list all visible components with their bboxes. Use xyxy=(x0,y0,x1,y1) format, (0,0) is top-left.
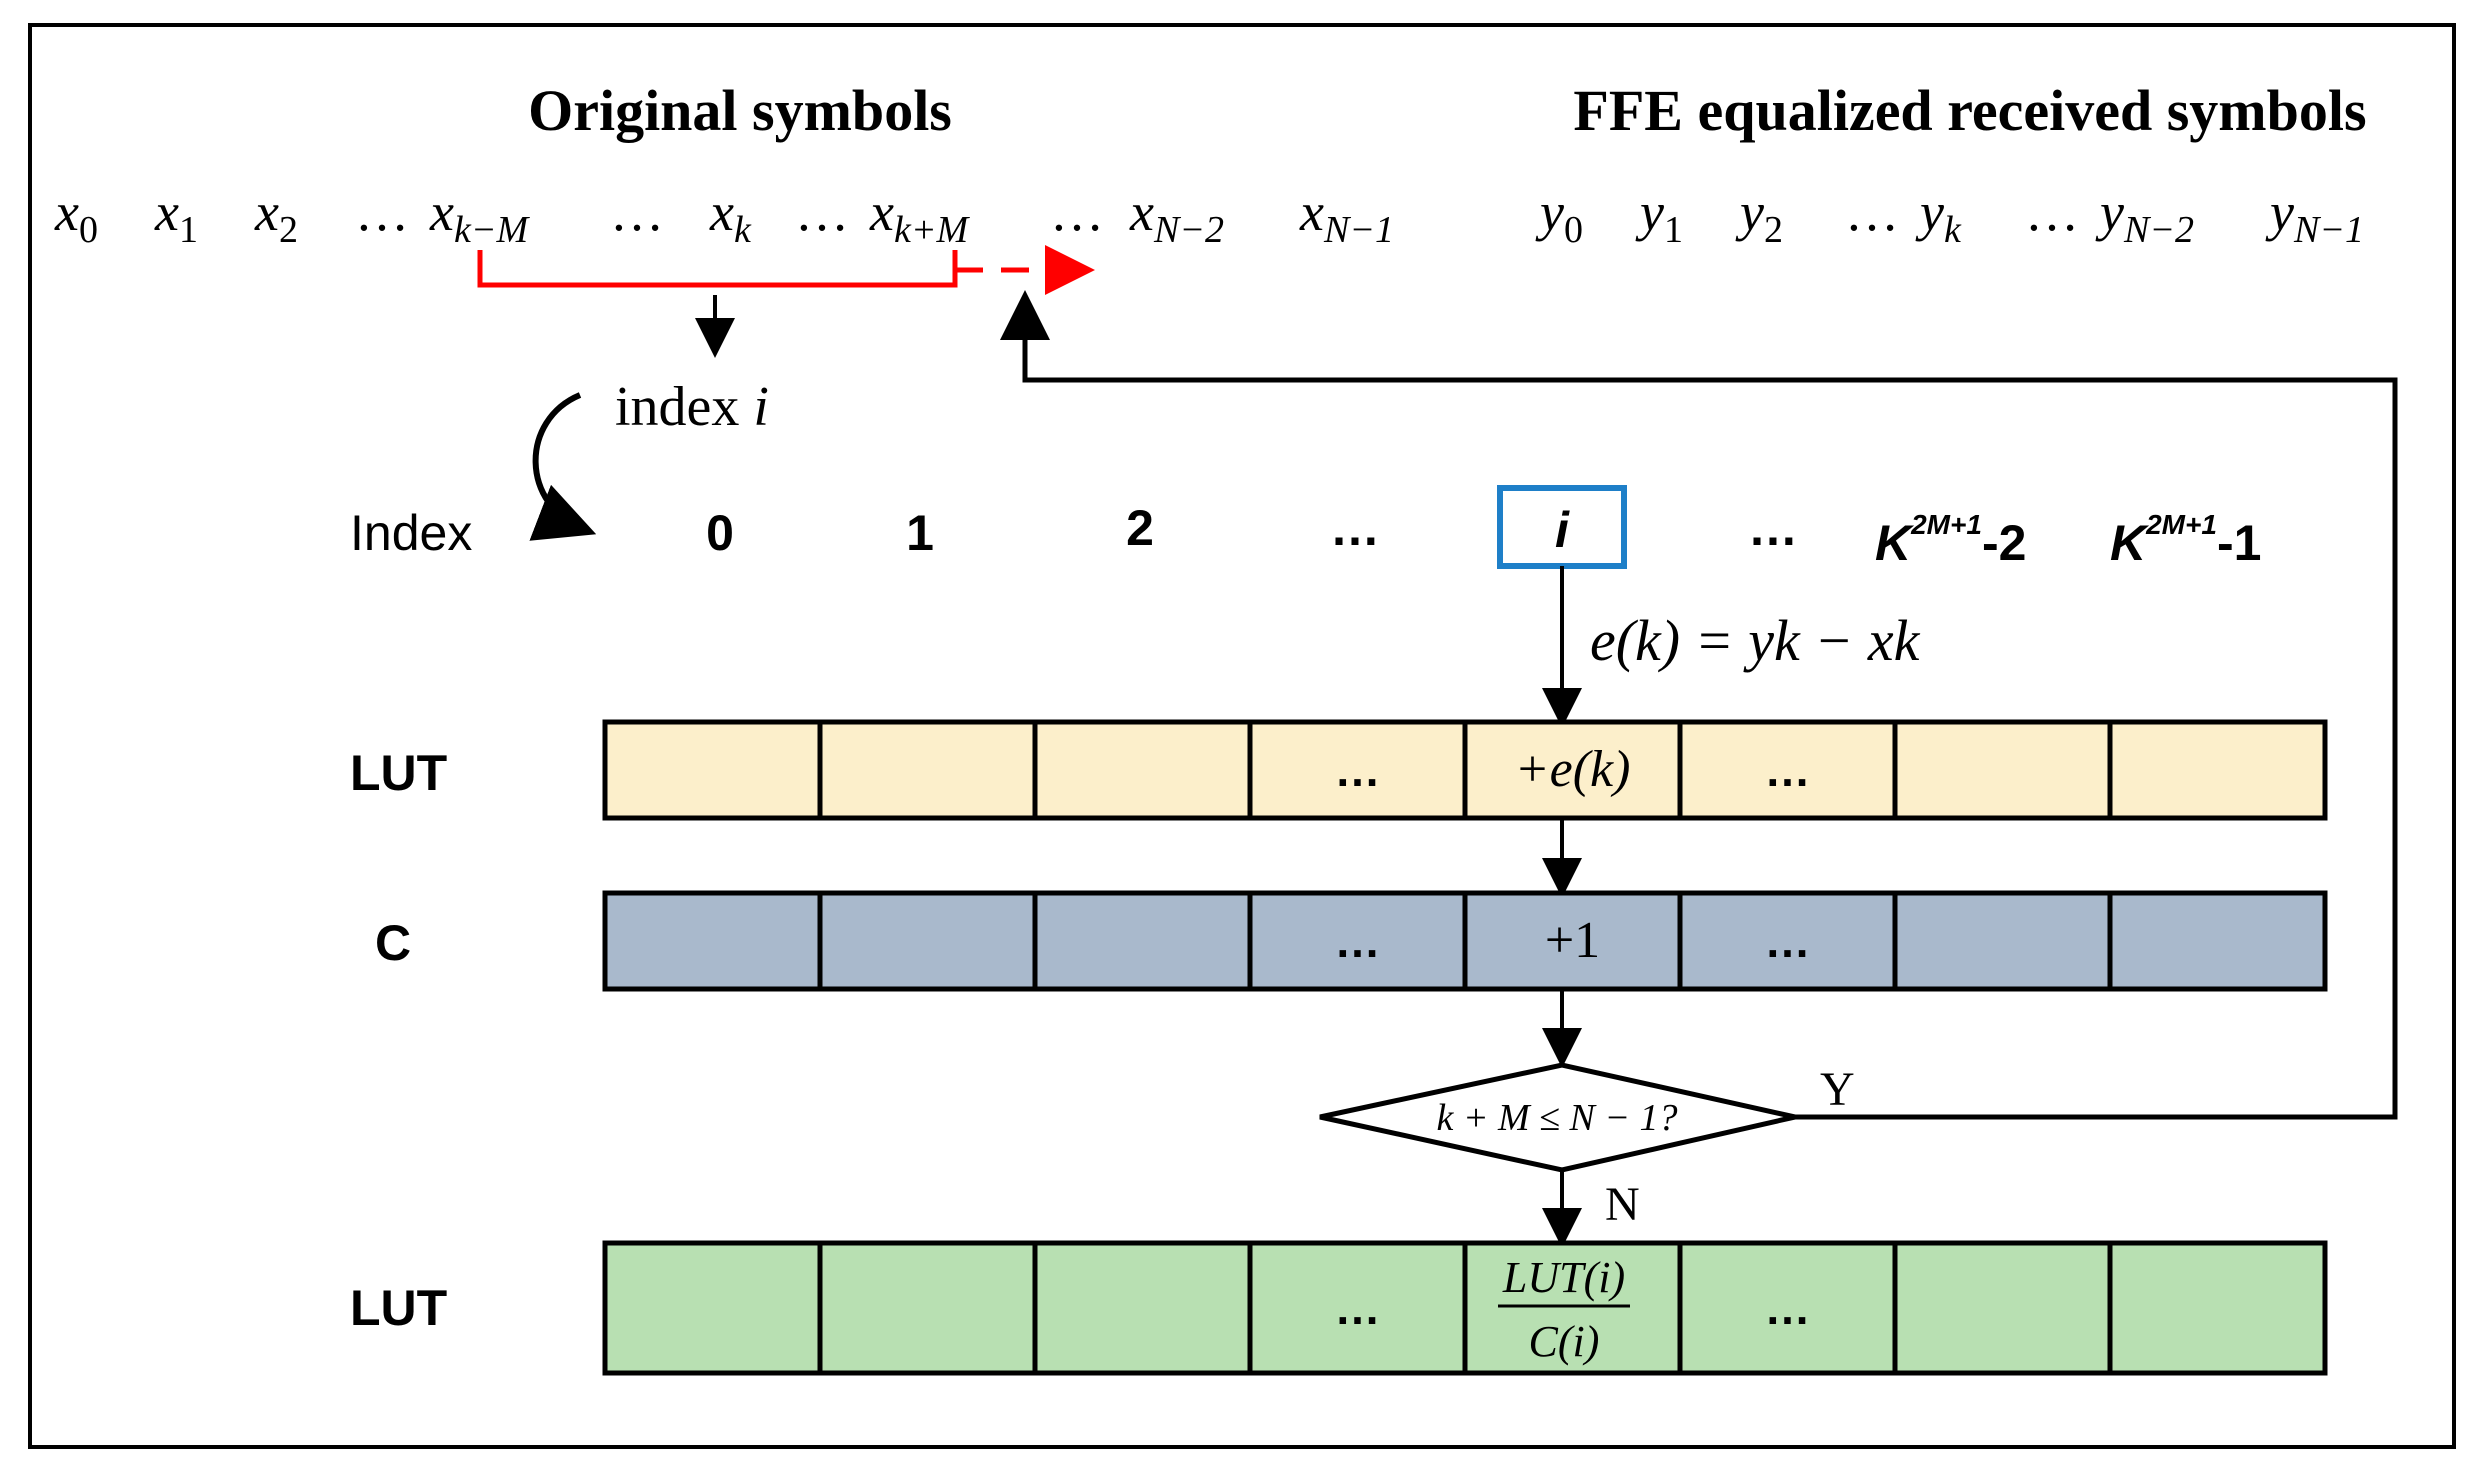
y-symbol: y0 xyxy=(1535,182,1583,251)
counter-cell xyxy=(602,890,823,992)
lut1-cell xyxy=(1032,719,1253,821)
lut2-cell xyxy=(602,1240,823,1376)
ellipsis: … xyxy=(2025,182,2079,242)
x-symbol-n-minus-2: xN−2 xyxy=(1129,182,1224,251)
counter-cell xyxy=(1032,890,1253,992)
lut2-cell xyxy=(817,1240,1038,1376)
y-symbol-n-minus-1: yN−1 xyxy=(2265,182,2364,251)
outer-frame xyxy=(28,23,2456,1449)
decision-condition: k + M ≤ N − 1? xyxy=(1436,1097,1677,1139)
counter-cell xyxy=(817,890,1038,992)
lut1-cell xyxy=(2107,719,2328,821)
fraction-numerator: LUT(i) xyxy=(1502,1253,1625,1302)
lut2-cell xyxy=(1892,1240,2113,1376)
x-symbol-k: xk xyxy=(709,182,752,251)
curved-arrow xyxy=(529,392,597,541)
fraction-denominator: C(i) xyxy=(1529,1317,1600,1366)
lut2-cell xyxy=(2107,1240,2328,1376)
lut1-cell-text: … xyxy=(1335,744,1381,796)
ellipsis: … xyxy=(1050,182,1104,242)
error-equation: e(k) = yk − xk xyxy=(1590,608,1921,673)
y-symbol: y1 xyxy=(1635,182,1683,251)
lut1-cell-text: … xyxy=(1765,744,1811,796)
lut2-cell xyxy=(1032,1240,1253,1376)
index-item: 1 xyxy=(906,505,934,561)
counter-row: … +1 … xyxy=(602,890,2328,992)
index-item-last-minus-2: K2M+1-2 xyxy=(1875,509,2026,571)
counter-cell xyxy=(1677,890,1898,992)
final-lut-label: LUT xyxy=(350,1280,447,1336)
ellipsis: … xyxy=(795,182,849,242)
index-row-title: Index xyxy=(350,505,472,561)
x-symbol: x1 xyxy=(154,182,198,251)
x-symbol: x2 xyxy=(254,182,298,251)
y-symbol: y2 xyxy=(1735,182,1783,251)
lut2-cell xyxy=(1247,1240,1468,1376)
feedback-loop-arrow xyxy=(1000,290,2398,1120)
original-symbols-title: Original symbols xyxy=(528,78,952,143)
y-symbol-k: yk xyxy=(1915,182,1962,251)
x-symbol-k-plus-m: xk+M xyxy=(869,182,970,251)
index-item: 0 xyxy=(706,505,734,561)
x-symbol-n-minus-1: xN−1 xyxy=(1299,182,1394,251)
index-item-i: i xyxy=(1555,502,1570,558)
lut2-cell xyxy=(1462,1240,1683,1376)
lut1-cell xyxy=(817,719,1038,821)
lut2-cell-text: … xyxy=(1335,1282,1381,1334)
counter-cell-text: … xyxy=(1765,915,1811,967)
index-item: 2 xyxy=(1126,500,1154,556)
lut-accumulate-row: … +e(k) … xyxy=(602,719,2328,821)
lut2-cell xyxy=(1677,1240,1898,1376)
lut1-cell xyxy=(1892,719,2113,821)
ellipsis: … xyxy=(610,182,664,242)
equalized-symbol-row: y0 y1 y2 … yk … yN−2 yN−1 xyxy=(1535,182,2364,251)
ellipsis: … xyxy=(1845,182,1899,242)
index-ellipsis: … xyxy=(1330,500,1380,556)
y-symbol-n-minus-2: yN−2 xyxy=(2095,182,2194,251)
average-fraction: LUT(i) C(i) xyxy=(1498,1253,1630,1366)
lut2-cell-text: … xyxy=(1765,1282,1811,1334)
equalized-symbols-title: FFE equalized received symbols xyxy=(1573,78,2366,143)
counter-cell xyxy=(1462,890,1683,992)
lut1-cell xyxy=(602,719,823,821)
original-symbol-row: x0 x1 x2 … xk−M … xk … xk+M … xN−2 xN−1 xyxy=(54,182,1394,251)
index-item-last-minus-1: K2M+1-1 xyxy=(2110,509,2261,571)
index-row: Index 0 1 2 … i … K2M+1-2 K2M+1-1 xyxy=(350,485,2261,571)
index-ellipsis: … xyxy=(1748,500,1798,556)
decision-yes-label: Y xyxy=(1820,1063,1855,1116)
lut1-cell-text: +e(k) xyxy=(1515,741,1631,798)
lut1-cell xyxy=(1247,719,1468,821)
counter-cell xyxy=(1892,890,2113,992)
decision-no-label: N xyxy=(1605,1178,1640,1231)
lut-average-row: …… xyxy=(602,1240,2328,1376)
counter-label: C xyxy=(375,915,411,971)
ellipsis: … xyxy=(355,182,409,242)
lut-label: LUT xyxy=(350,745,447,801)
x-symbol: x0 xyxy=(54,182,98,251)
x-symbol-k-minus-m: xk−M xyxy=(429,182,530,251)
counter-cell-text: … xyxy=(1335,915,1381,967)
lut1-cell xyxy=(1677,719,1898,821)
index-i-label: index i xyxy=(615,376,769,438)
symbol-window-bracket xyxy=(477,250,958,288)
counter-cell-text: +1 xyxy=(1545,912,1600,969)
counter-cell xyxy=(2107,890,2328,992)
